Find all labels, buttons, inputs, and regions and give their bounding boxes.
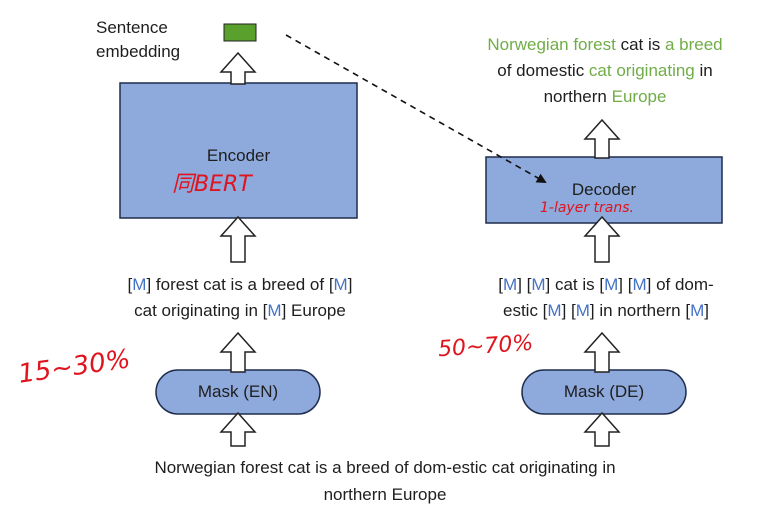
mask-token: M xyxy=(132,275,147,294)
mask-token: M xyxy=(547,301,562,320)
text-segment: ] [ xyxy=(618,275,633,294)
embedding-to-decoder-dashed-arrow xyxy=(285,34,547,183)
arrow-decoder-to-output xyxy=(583,118,621,159)
sentence-embedding-label: Sentence embedding xyxy=(96,18,181,61)
mask-token: M xyxy=(333,275,348,294)
decoder-input-line: [M] [M] cat is [M] [M] of dom- xyxy=(446,272,766,298)
predicted-token: a breed xyxy=(664,35,723,54)
arrow-encoder-to-embedding xyxy=(219,51,257,85)
text-segment: of domestic xyxy=(497,61,589,80)
arrow-input-to-decoder xyxy=(583,215,621,263)
encoder-masked-input: [M] forest cat is a breed of [M]cat orig… xyxy=(80,272,400,324)
decoder-output-line: of domestic cat originating in xyxy=(440,58,770,84)
text-segment: ] [ xyxy=(517,275,532,294)
decoder-output-line: northern Europe xyxy=(440,84,770,110)
text-segment: ] in northern [ xyxy=(589,301,691,320)
decoder-label: Decoder xyxy=(571,180,637,199)
arrow-input-to-encoder xyxy=(219,215,257,263)
decoder-output-line: Norwegian forest cat is a breed xyxy=(440,32,770,58)
mask-token: M xyxy=(503,275,518,294)
decoder-box xyxy=(485,156,723,224)
mask-token: M xyxy=(267,301,282,320)
decoder-handwritten-note: 1-layer trans. xyxy=(540,200,634,216)
encoder-handwritten-note: 同BERT xyxy=(172,172,252,197)
predicted-token: Europe xyxy=(611,87,667,106)
text-segment: in xyxy=(694,61,713,80)
predicted-token: Norwegian forest xyxy=(487,35,616,54)
sentence-embedding-vector xyxy=(223,23,257,42)
arrow-mask-en-to-input xyxy=(219,331,257,373)
mask-en-label: Mask (EN) xyxy=(197,382,279,401)
text-segment: ] xyxy=(704,301,709,320)
arrow-sentence-to-mask-en xyxy=(219,411,257,447)
mask-token: M xyxy=(690,301,705,320)
mask-token: M xyxy=(531,275,546,294)
decoder-input-line: estic [M] [M] in northern [M] xyxy=(446,298,766,324)
mask-token: M xyxy=(575,301,590,320)
source-sentence: Norwegian forest cat is a breed of dom-e… xyxy=(154,458,616,504)
text-segment: ] xyxy=(347,275,353,294)
mask-de-label: Mask (DE) xyxy=(563,382,645,401)
text-segment: ] [ xyxy=(561,301,576,320)
text-segment: cat originating in [ xyxy=(134,301,268,320)
text-segment: cat is xyxy=(615,35,665,54)
decoder-masked-input: [M] [M] cat is [M] [M] of dom-estic [M] … xyxy=(446,272,766,324)
encoder-box xyxy=(119,82,358,219)
encoder-input-line: [M] forest cat is a breed of [M] xyxy=(80,272,400,298)
text-segment: estic [ xyxy=(503,301,548,320)
text-segment: [ xyxy=(498,275,504,294)
text-segment: [ xyxy=(127,275,133,294)
text-segment: ] of dom- xyxy=(646,275,714,294)
text-segment: ] forest cat is a breed of [ xyxy=(146,275,334,294)
encoder-label: Encoder xyxy=(206,146,271,165)
text-segment: ] Europe xyxy=(281,301,346,320)
encoder-input-line: cat originating in [M] Europe xyxy=(80,298,400,324)
arrow-mask-de-to-input xyxy=(583,331,621,373)
mask-token: M xyxy=(632,275,647,294)
predicted-token: cat originating xyxy=(588,61,695,80)
text-segment: northern xyxy=(543,87,612,106)
text-segment: ] cat is [ xyxy=(545,275,605,294)
arrow-sentence-to-mask-de xyxy=(583,411,621,447)
mask-token: M xyxy=(604,275,619,294)
